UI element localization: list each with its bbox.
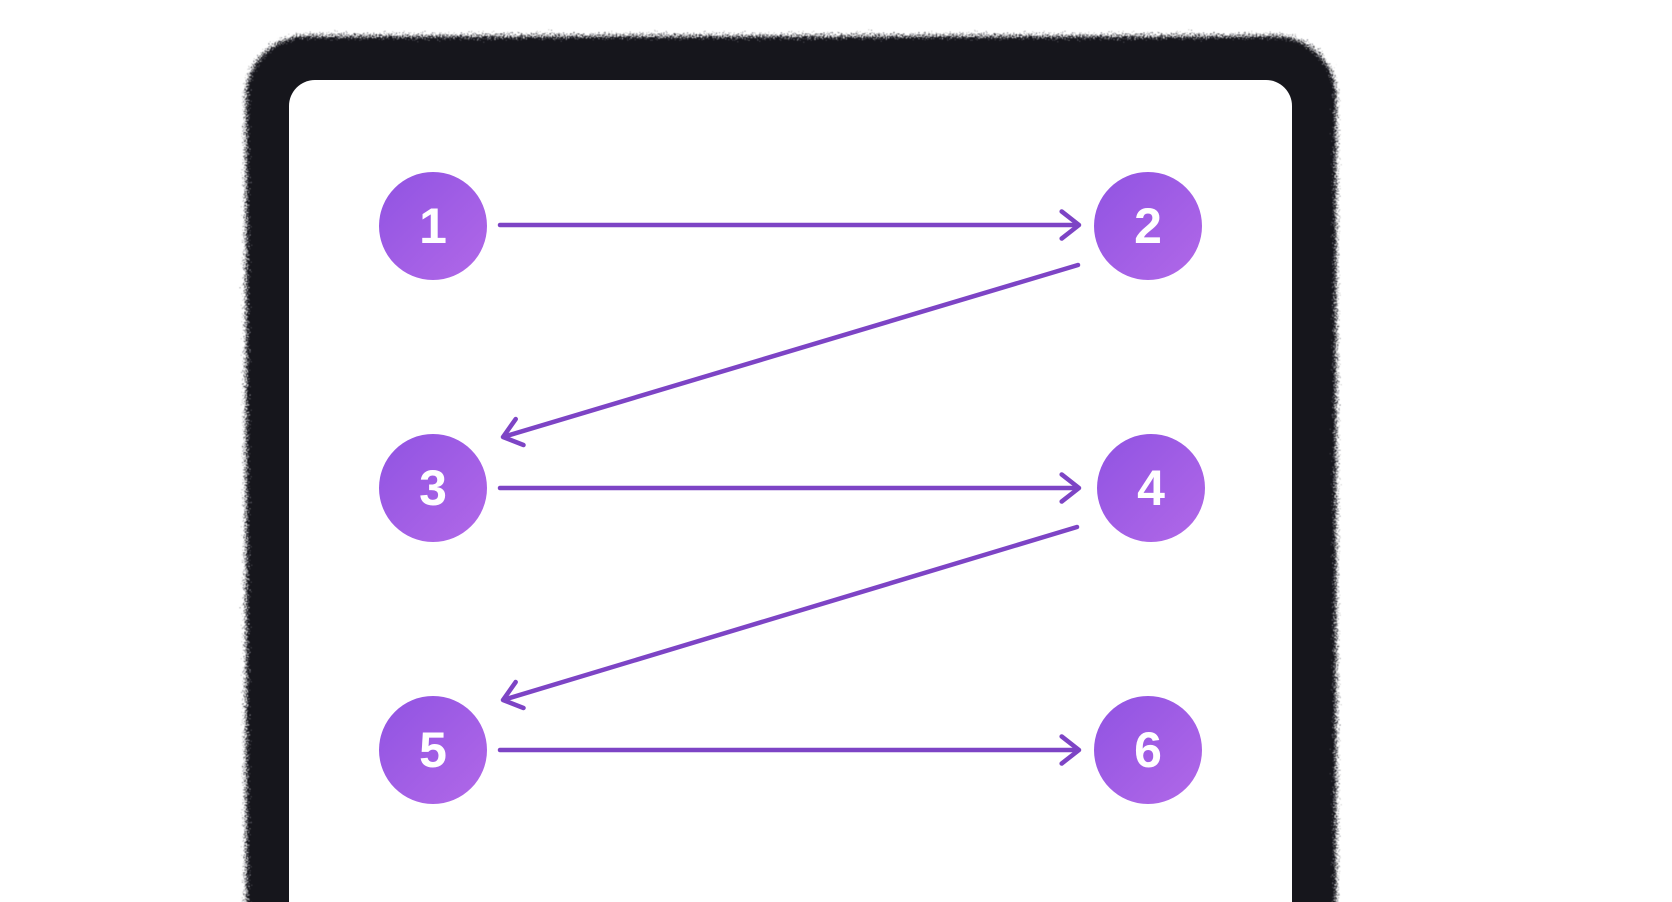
- step-node-4: 4: [1097, 434, 1205, 542]
- step-node-label: 1: [419, 198, 447, 254]
- step-node-3: 3: [379, 434, 487, 542]
- step-node-5: 5: [379, 696, 487, 804]
- step-node-6: 6: [1094, 696, 1202, 804]
- step-node-2: 2: [1094, 172, 1202, 280]
- step-node-label: 2: [1134, 198, 1162, 254]
- step-node-1: 1: [379, 172, 487, 280]
- step-node-label: 3: [419, 460, 447, 516]
- step-node-label: 4: [1137, 460, 1165, 516]
- step-node-label: 5: [419, 722, 447, 778]
- step-node-label: 6: [1134, 722, 1162, 778]
